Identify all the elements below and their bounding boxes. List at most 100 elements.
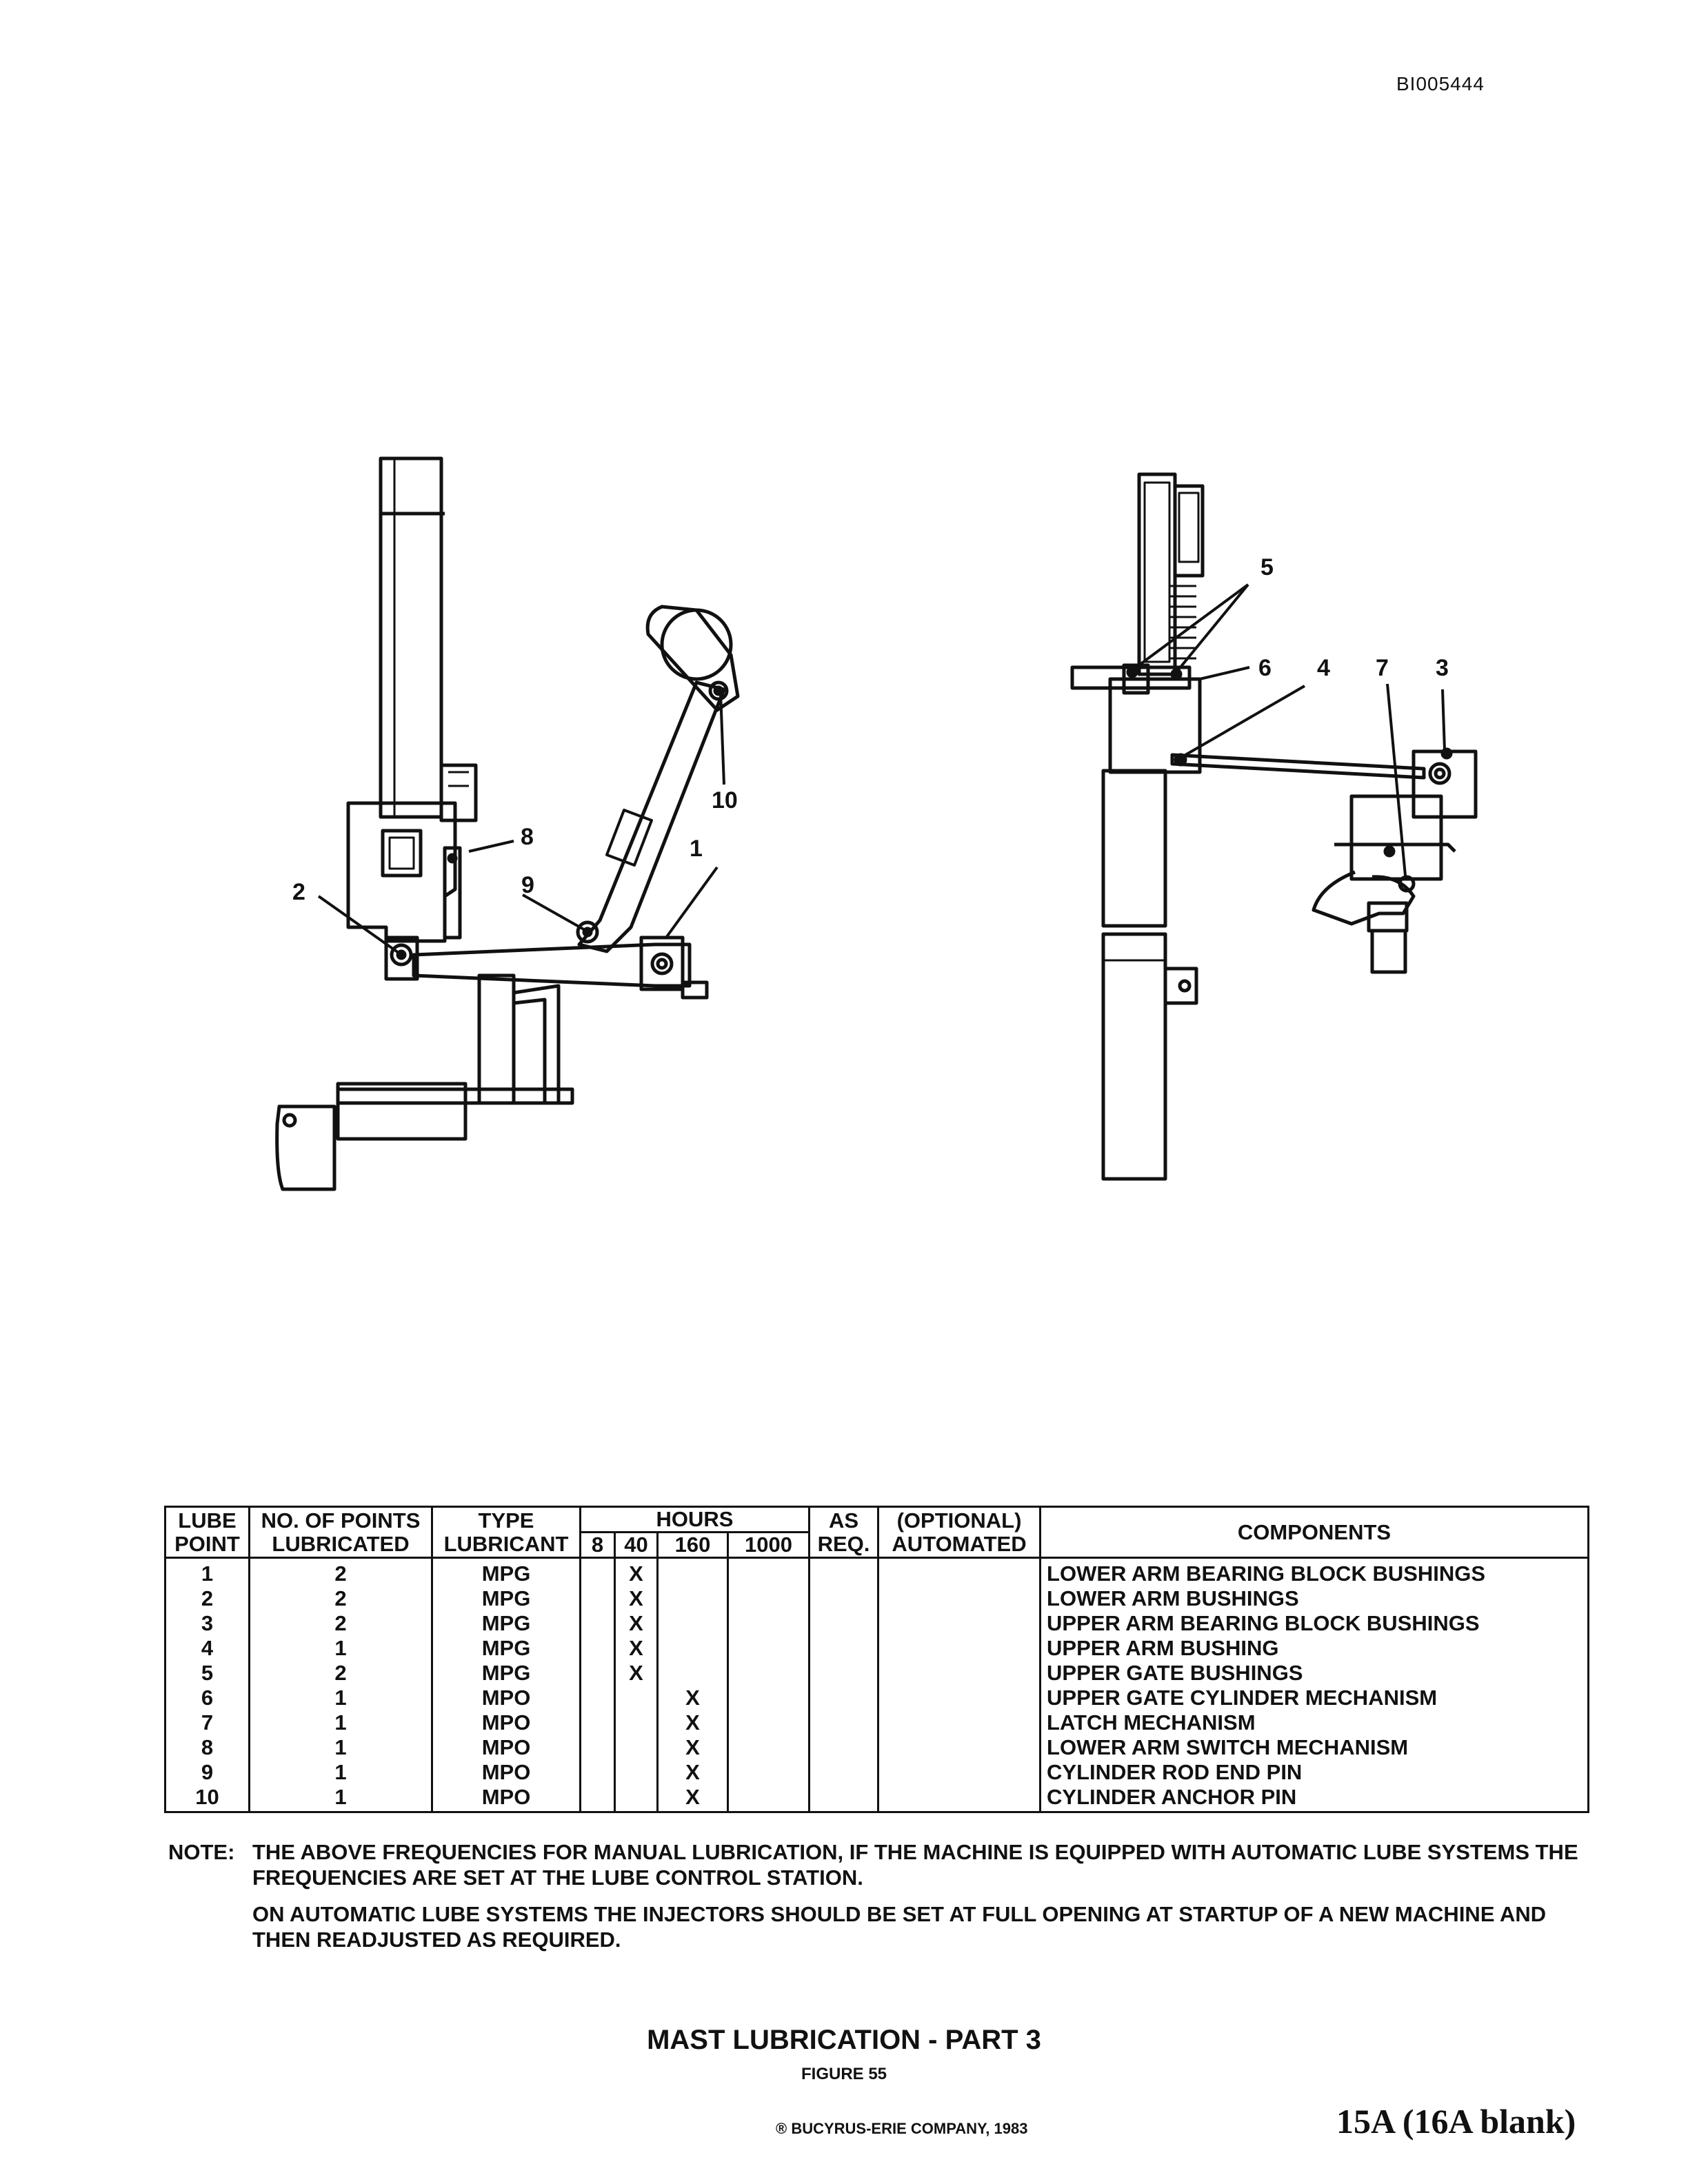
cell-type: MPG — [431, 1586, 581, 1611]
cell-count: 2 — [248, 1557, 433, 1586]
cell-h40 — [614, 1785, 659, 1813]
header-optional-automated: (OPTIONAL)AUTOMATED — [877, 1506, 1042, 1559]
cell-point: 5 — [164, 1661, 250, 1686]
cell-h1000 — [726, 1785, 811, 1813]
cell-h1000 — [726, 1557, 811, 1586]
cell-point: 1 — [164, 1557, 250, 1586]
note-paragraph-1: THE ABOVE FREQUENCIES FOR MANUAL LUBRICA… — [252, 1840, 1578, 1890]
cell-as-req — [808, 1586, 880, 1611]
cell-count: 1 — [248, 1636, 433, 1661]
callout-7: 7 — [1376, 655, 1389, 681]
cell-h40 — [614, 1686, 659, 1710]
cell-h40 — [614, 1710, 659, 1735]
cell-h8 — [579, 1735, 616, 1760]
callout-4: 4 — [1317, 655, 1330, 681]
cell-h160 — [656, 1661, 729, 1686]
callout-5: 5 — [1260, 554, 1274, 580]
cell-h1000 — [726, 1735, 811, 1760]
cell-h160: X — [656, 1686, 729, 1710]
cell-h160 — [656, 1611, 729, 1636]
cell-h40: X — [614, 1557, 659, 1586]
cell-count: 2 — [248, 1586, 433, 1611]
cell-as-req — [808, 1661, 880, 1686]
cell-h160 — [656, 1557, 729, 1586]
cell-h40: X — [614, 1661, 659, 1686]
callout-10: 10 — [712, 787, 738, 813]
cell-h8 — [579, 1611, 616, 1636]
cell-component: CYLINDER ANCHOR PIN — [1039, 1785, 1590, 1813]
cell-count: 2 — [248, 1661, 433, 1686]
cell-h1000 — [726, 1586, 811, 1611]
callout-6: 6 — [1258, 655, 1272, 681]
cell-h8 — [579, 1760, 616, 1785]
header-hours: HOURS — [579, 1506, 811, 1533]
cell-auto — [877, 1785, 1042, 1813]
cell-component: UPPER ARM BUSHING — [1039, 1636, 1590, 1661]
note-label: NOTE: — [168, 1840, 235, 1864]
cell-h160: X — [656, 1735, 729, 1760]
cell-type: MPO — [431, 1735, 581, 1760]
cell-component: UPPER GATE CYLINDER MECHANISM — [1039, 1686, 1590, 1710]
cell-type: MPG — [431, 1636, 581, 1661]
cell-auto — [877, 1557, 1042, 1586]
document-id: BI005444 — [1396, 73, 1485, 94]
cell-h8 — [579, 1710, 616, 1735]
cell-count: 1 — [248, 1686, 433, 1710]
cell-count: 2 — [248, 1611, 433, 1636]
cell-point: 9 — [164, 1760, 250, 1785]
callout-3: 3 — [1436, 655, 1449, 681]
cell-auto — [877, 1710, 1042, 1735]
header-components: COMPONENTS — [1039, 1506, 1590, 1559]
cell-point: 8 — [164, 1735, 250, 1760]
cell-type: MPO — [431, 1760, 581, 1785]
cell-count: 1 — [248, 1785, 433, 1813]
cell-as-req — [808, 1710, 880, 1735]
cell-auto — [877, 1636, 1042, 1661]
cell-h8 — [579, 1636, 616, 1661]
cell-component: UPPER GATE BUSHINGS — [1039, 1661, 1590, 1686]
mast-lubrication-diagram: 1 2 3 4 5 6 7 8 9 10 — [275, 456, 1478, 1191]
cell-auto — [877, 1686, 1042, 1710]
cell-h1000 — [726, 1760, 811, 1785]
right-mast-assembly — [1070, 472, 1478, 1181]
cell-h160 — [656, 1586, 729, 1611]
header-hours-160: 160 — [656, 1531, 729, 1559]
cell-h8 — [579, 1785, 616, 1813]
copyright: ® BUCYRUS-ERIE COMPANY, 1983 — [776, 2120, 1028, 2137]
note-block: NOTE: THE ABOVE FREQUENCIES FOR MANUAL L… — [168, 1839, 1609, 1963]
figure-caption: FIGURE 55 — [801, 2065, 887, 2083]
left-callout-leaders — [317, 692, 725, 954]
cell-h8 — [579, 1586, 616, 1611]
cell-h40: X — [614, 1636, 659, 1661]
cell-as-req — [808, 1557, 880, 1586]
cell-auto — [877, 1760, 1042, 1785]
cell-h40 — [614, 1760, 659, 1785]
cell-h160: X — [656, 1710, 729, 1735]
callout-8: 8 — [521, 824, 534, 850]
cell-component: CYLINDER ROD END PIN — [1039, 1760, 1590, 1785]
cell-auto — [877, 1611, 1042, 1636]
header-hours-1000: 1000 — [726, 1531, 811, 1559]
cell-auto — [877, 1735, 1042, 1760]
cell-h40 — [614, 1735, 659, 1760]
cell-type: MPG — [431, 1557, 581, 1586]
cell-as-req — [808, 1636, 880, 1661]
cell-type: MPG — [431, 1611, 581, 1636]
cell-as-req — [808, 1785, 880, 1813]
cell-h40: X — [614, 1586, 659, 1611]
cell-h1000 — [726, 1611, 811, 1636]
cell-count: 1 — [248, 1710, 433, 1735]
cell-auto — [877, 1586, 1042, 1611]
cell-auto — [877, 1661, 1042, 1686]
cell-h1000 — [726, 1686, 811, 1710]
